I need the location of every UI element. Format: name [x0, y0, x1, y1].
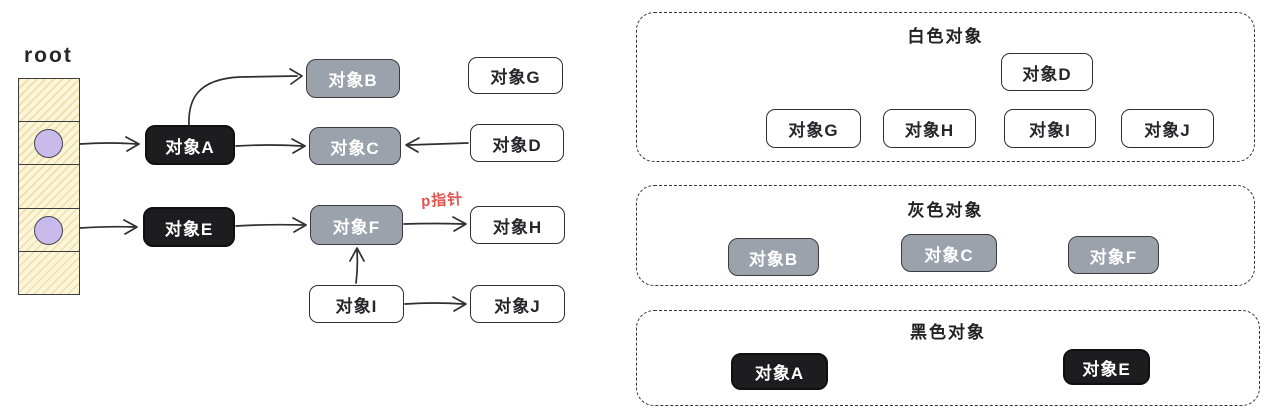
panel-black-objects: 黑色对象 对象A 对象E	[636, 310, 1260, 406]
panel-gray-item-C: 对象C	[901, 234, 997, 272]
edge-root-to-E	[79, 219, 138, 235]
root-pointer-dot	[34, 216, 63, 245]
node-object-G: 对象G	[468, 57, 563, 94]
stack-cell	[19, 121, 79, 164]
edge-F-to-H	[403, 216, 467, 232]
panel-white-item-G: 对象G	[766, 109, 861, 148]
panel-gray-objects: 灰色对象 对象B 对象C 对象F	[636, 185, 1255, 286]
panel-gray-item-F: 对象F	[1068, 236, 1159, 274]
node-object-C: 对象C	[309, 127, 401, 165]
panel-gray-item-B: 对象B	[728, 238, 819, 276]
panel-black-title: 黑色对象	[910, 323, 986, 342]
edge-A-to-B	[188, 68, 303, 126]
edge-E-to-F	[235, 217, 307, 233]
panel-black-item-E: 对象E	[1063, 349, 1150, 385]
root-pointer-dot	[34, 129, 63, 158]
edge-I-to-F	[349, 247, 365, 284]
node-object-A: 对象A	[145, 125, 235, 165]
p-pointer-label: p指针	[420, 190, 464, 211]
stack-cell	[19, 250, 79, 294]
stack-cell	[19, 79, 79, 121]
edge-A-to-C	[235, 138, 306, 154]
panel-white-item-H: 对象H	[883, 109, 976, 148]
node-object-J: 对象J	[470, 285, 565, 323]
edge-I-to-J	[404, 296, 467, 312]
panel-white-item-I: 对象I	[1004, 109, 1096, 148]
panel-white-title: 白色对象	[907, 27, 984, 46]
node-object-D: 对象D	[470, 124, 564, 162]
panel-white-objects: 白色对象 对象D 对象G 对象H 对象I 对象J	[636, 12, 1255, 162]
panel-black-item-A: 对象A	[731, 353, 828, 390]
root-label: root	[24, 44, 73, 67]
stack-cell	[19, 207, 79, 251]
root-stack	[18, 78, 80, 295]
stack-cell	[19, 164, 79, 207]
panel-white-item-J: 对象J	[1121, 109, 1214, 148]
node-object-F: 对象F	[310, 205, 403, 245]
panel-white-item-D: 对象D	[1001, 53, 1093, 91]
node-object-E: 对象E	[143, 207, 235, 247]
node-object-I: 对象I	[309, 285, 404, 323]
edge-root-to-A	[79, 136, 140, 152]
edge-D-to-C	[405, 137, 469, 153]
node-object-H: 对象H	[470, 206, 565, 244]
panel-gray-title: 灰色对象	[907, 201, 984, 220]
node-object-B: 对象B	[306, 59, 400, 98]
